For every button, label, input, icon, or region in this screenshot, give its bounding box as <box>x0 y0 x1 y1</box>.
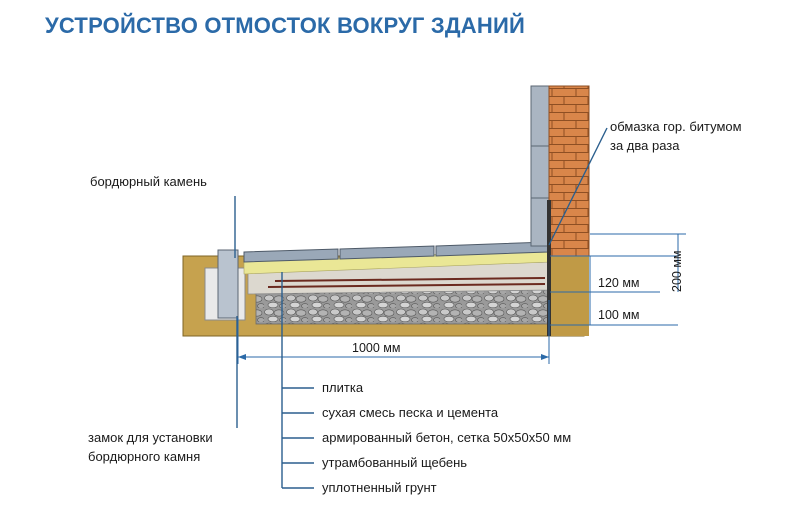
curb-lock-label-line1: замок для установки <box>88 430 213 445</box>
bitumen-label-line1: обмазка гор. битумом <box>610 119 742 134</box>
depth-dimensions <box>550 233 686 326</box>
bitumen-coating <box>547 200 551 336</box>
diagram-title: УСТРОЙСТВО ОТМОСТОК ВОКРУГ ЗДАНИЙ <box>45 13 525 38</box>
layer-label-compacted-soil: уплотненный грунт <box>322 480 437 495</box>
curb-stone-label: бордюрный камень <box>90 174 207 189</box>
wall-facing <box>530 85 550 247</box>
width-dimension <box>237 300 550 364</box>
concrete-depth-label: 120 мм <box>598 276 640 290</box>
total-depth-label: 200 мм <box>670 250 684 292</box>
bitumen-label-line2: за два раза <box>610 138 680 153</box>
foundation-soil <box>549 256 589 336</box>
layer-leaders <box>281 272 314 489</box>
layer-label-crushed-stone: утрамбованный щебень <box>322 455 467 470</box>
curb-stone <box>217 249 239 319</box>
rebar-mesh <box>267 277 546 288</box>
layer-label-reinforced-concrete: армированный бетон, сетка 50х50х50 мм <box>322 430 571 445</box>
brick-wall <box>548 85 590 257</box>
bitumen-leader <box>548 127 608 246</box>
layer-label-tile: плитка <box>322 380 364 395</box>
width-dimension-label: 1000 мм <box>352 341 400 355</box>
curb-lock-label-line2: бордюрного камня <box>88 449 200 464</box>
gravel-depth-label: 100 мм <box>598 308 640 322</box>
crushed-stone-layer <box>255 289 551 325</box>
layer-label-sand-cement: сухая смесь песка и цемента <box>322 405 499 420</box>
